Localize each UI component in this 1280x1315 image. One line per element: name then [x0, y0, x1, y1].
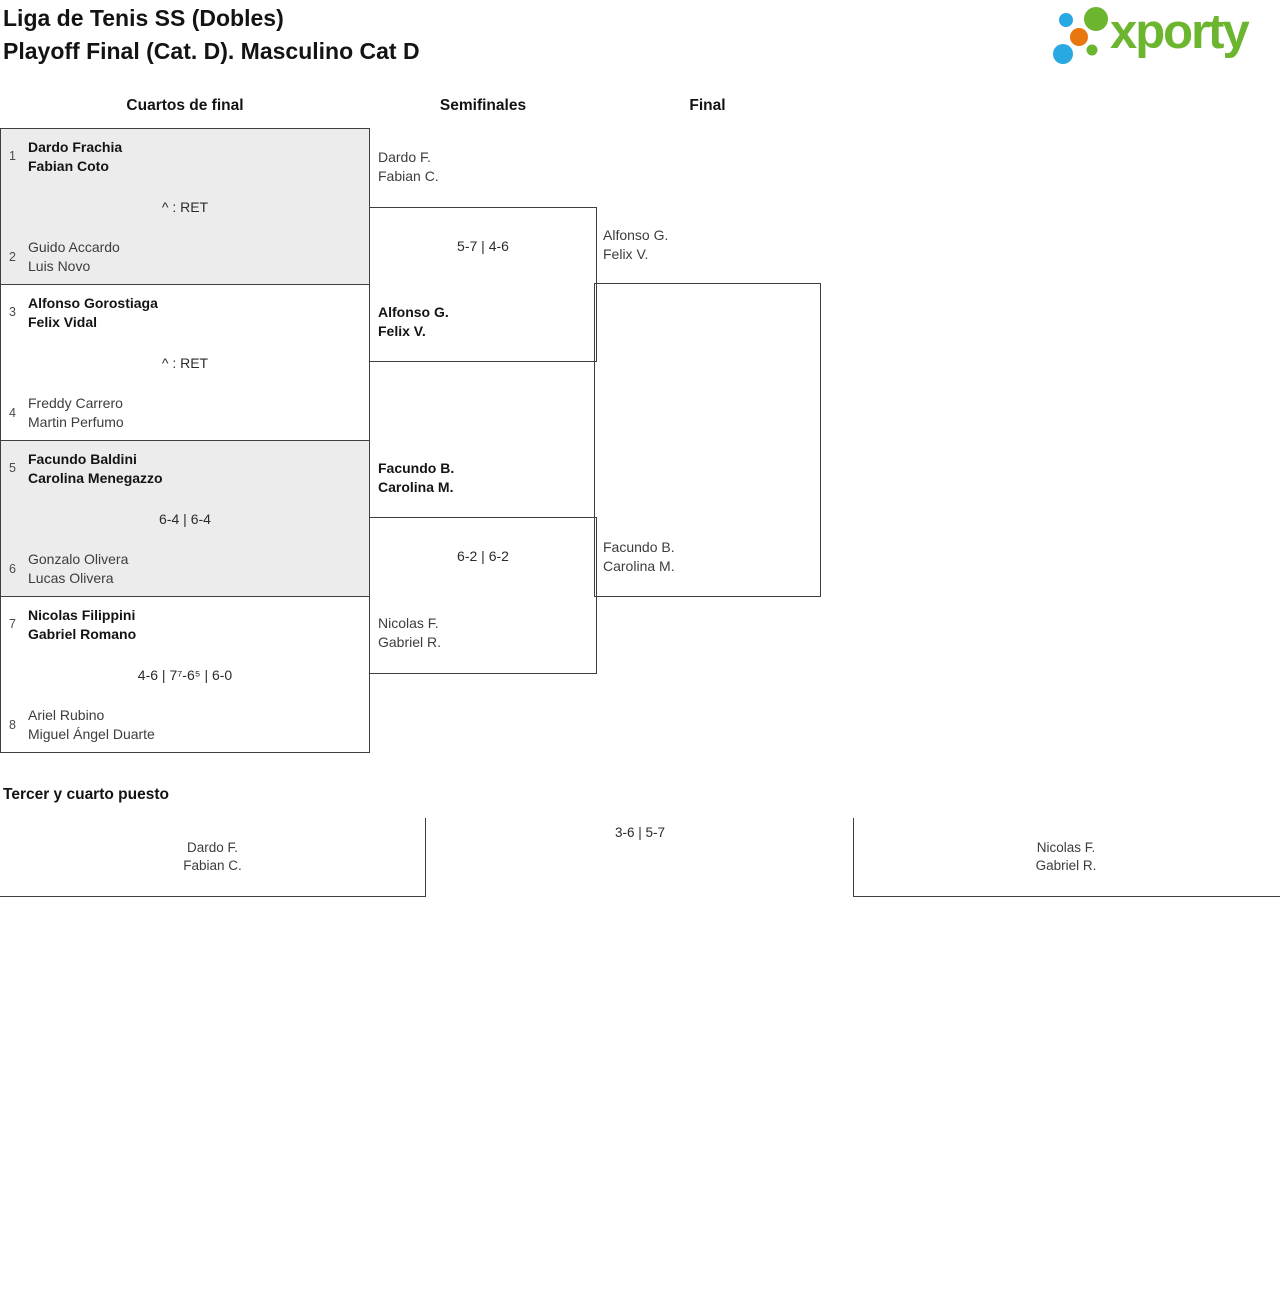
team-pair: Facundo B. Carolina M. [603, 538, 675, 575]
player-name: Miguel Ángel Duarte [28, 725, 155, 742]
player-name: Facundo Baldini [28, 451, 137, 467]
match-score: ^ : RET [161, 355, 209, 371]
seed-number: 3 [9, 305, 16, 319]
player-name: Carolina M. [603, 557, 675, 574]
match-score: 6-2 | 6-2 [457, 548, 509, 564]
third-place-left-connector [0, 818, 426, 897]
player-name: Guido Accardo [28, 239, 120, 255]
seed-number: 2 [9, 250, 16, 264]
match-score: ^ : RET [161, 199, 209, 215]
page-title: Liga de Tenis SS (Dobles) Playoff Final … [3, 2, 420, 68]
player-name: Nicolas F. [378, 615, 439, 631]
team-pair: Nicolas F. Gabriel R. [853, 839, 1279, 874]
player-name: Dardo F. [186, 840, 239, 855]
player-name: Facundo B. [603, 539, 675, 555]
player-name: Dardo F. [378, 149, 431, 165]
column-header-quarterfinals: Cuartos de final [126, 97, 244, 114]
qf-match-3: 5 Facundo Baldini Carolina Menegazzo 6-4… [1, 441, 369, 597]
player-name: Luis Novo [28, 257, 91, 274]
qf-match-4: 7 Nicolas Filippini Gabriel Romano 4-6 |… [1, 597, 369, 752]
final-match-box [594, 283, 821, 597]
player-name: Gabriel R. [378, 633, 442, 650]
team-pair: Facundo B. Carolina M. [378, 459, 454, 496]
team-pair: Ariel Rubino Miguel Ángel Duarte [28, 706, 155, 743]
logo-dot-orange [1070, 28, 1088, 46]
player-name: Carolina Menegazzo [28, 469, 163, 486]
player-name: Gabriel R. [1035, 857, 1097, 873]
logo-dot-blue-small [1059, 13, 1073, 27]
player-name: Gabriel Romano [28, 625, 137, 642]
player-name: Fabian Coto [28, 157, 109, 174]
tournament-name: Liga de Tenis SS (Dobles) [3, 5, 284, 31]
team-pair: Alfonso Gorostiaga Felix Vidal [28, 294, 158, 331]
player-name: Alfonso G. [378, 304, 449, 320]
team-pair: Freddy Carrero Martin Perfumo [28, 394, 124, 431]
player-name: Fabian C. [183, 857, 242, 873]
seed-number: 7 [9, 617, 16, 631]
player-name: Ariel Rubino [28, 707, 105, 723]
third-place-right-connector [853, 818, 1280, 897]
match-score: 5-7 | 4-6 [457, 238, 509, 254]
player-name: Carolina M. [378, 478, 454, 495]
team-pair: Gonzalo Olivera Lucas Olivera [28, 550, 128, 587]
logo-dot-green-small [1086, 44, 1098, 56]
quarterfinals-column: 1 Dardo Frachia Fabian Coto ^ : RET 2 Gu… [0, 128, 370, 753]
player-name: Felix V. [378, 322, 426, 339]
team-pair: Dardo Frachia Fabian Coto [28, 138, 122, 175]
column-header-semifinals: Semifinales [439, 97, 527, 114]
team-pair: Alfonso G. Felix V. [378, 303, 449, 340]
player-name: Alfonso G. [603, 227, 669, 243]
player-name: Dardo Frachia [28, 139, 123, 155]
player-name: Felix V. [603, 245, 649, 262]
player-name: Freddy Carrero [28, 395, 123, 411]
team-pair: Facundo Baldini Carolina Menegazzo [28, 450, 163, 487]
seed-number: 1 [9, 149, 16, 163]
logo-dot-blue-large [1053, 44, 1073, 64]
team-pair: Dardo F. Fabian C. [0, 839, 425, 874]
team-pair: Guido Accardo Luis Novo [28, 238, 120, 275]
xporty-dots-icon [1053, 7, 1108, 64]
player-name: Facundo B. [378, 460, 455, 476]
sf-match-2-box: 6-2 | 6-2 [369, 517, 597, 674]
player-name: Gonzalo Olivera [28, 551, 129, 567]
seed-number: 4 [9, 406, 16, 420]
seed-number: 5 [9, 461, 16, 475]
match-score: 3-6 | 5-7 [614, 825, 666, 840]
tournament-stage: Playoff Final (Cat. D). Masculino Cat D [3, 38, 420, 64]
player-name: Nicolas Filippini [28, 607, 136, 623]
player-name: Lucas Olivera [28, 569, 114, 586]
qf-match-1: 1 Dardo Frachia Fabian Coto ^ : RET 2 Gu… [1, 129, 369, 285]
team-pair: Alfonso G. Felix V. [603, 226, 668, 263]
sf-match-1-box: 5-7 | 4-6 [369, 207, 597, 362]
player-name: Martin Perfumo [28, 413, 124, 430]
qf-match-2: 3 Alfonso Gorostiaga Felix Vidal ^ : RET… [1, 285, 369, 441]
seed-number: 6 [9, 562, 16, 576]
match-score: 4-6 | 7⁷-6⁵ | 6-0 [137, 667, 233, 683]
team-pair: Dardo F. Fabian C. [378, 148, 439, 185]
column-header-final: Final [689, 97, 726, 114]
logo-dot-green-large [1084, 7, 1108, 31]
seed-number: 8 [9, 718, 16, 732]
third-place-heading: Tercer y cuarto puesto [3, 786, 169, 803]
player-name: Fabian C. [378, 167, 439, 184]
team-pair: Nicolas Filippini Gabriel Romano [28, 606, 136, 643]
player-name: Alfonso Gorostiaga [28, 295, 158, 311]
player-name: Nicolas F. [1036, 840, 1096, 855]
match-score: 6-4 | 6-4 [159, 511, 211, 527]
team-pair: Nicolas F. Gabriel R. [378, 614, 441, 651]
xporty-logo: xporty [1110, 5, 1250, 59]
player-name: Felix Vidal [28, 313, 97, 330]
